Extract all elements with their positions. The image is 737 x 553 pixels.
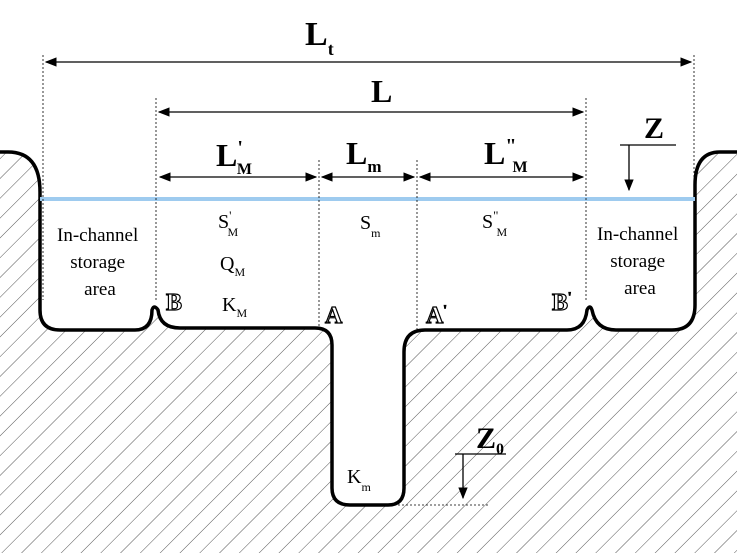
point-b-label: B (166, 290, 182, 316)
left-roughness-label: KM (222, 294, 247, 320)
bed-elevation-label: Z0 (476, 422, 504, 458)
left-storage-label: In-channel storage area (57, 225, 143, 300)
main-channel-slope-label: Sm (360, 212, 381, 240)
channel-bed-outline (0, 150, 737, 507)
ground-hatch (0, 152, 737, 553)
channel-width-label: L (371, 73, 392, 109)
total-width-label: Lt (305, 16, 334, 59)
guide-lines (42, 55, 695, 506)
right-floodplain-width-label: L"M (484, 135, 528, 176)
point-b-prime-label: B' (552, 289, 571, 316)
point-a-prime-label: A' (426, 302, 447, 329)
main-channel-roughness-label: Km (347, 466, 371, 494)
water-level-indicator (620, 144, 676, 192)
bed-level-indicator (455, 453, 506, 500)
left-discharge-label: QM (220, 253, 245, 279)
left-floodplain-width-label: L'M (216, 137, 252, 178)
water-surface-elevation-label: Z (644, 112, 664, 145)
dimension-arrows (44, 57, 693, 182)
left-slope-label: S'M (218, 208, 238, 239)
right-slope-label: S"M (482, 208, 507, 239)
right-storage-label: In-channel storage area (597, 224, 683, 299)
point-a-label: A (325, 303, 343, 329)
main-channel-width-label: Lm (346, 135, 382, 176)
